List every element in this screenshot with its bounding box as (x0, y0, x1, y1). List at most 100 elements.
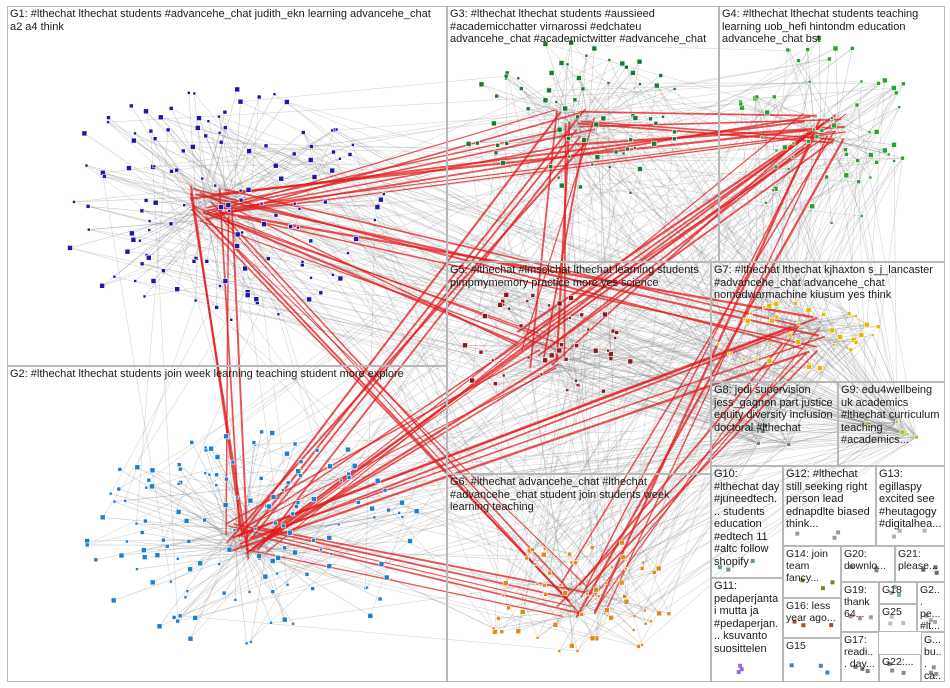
edge (297, 227, 868, 424)
vertex (494, 93, 500, 99)
edge (589, 48, 595, 111)
vertex (331, 272, 335, 277)
edge (758, 158, 903, 444)
vertex (378, 561, 385, 568)
vertex (365, 585, 369, 590)
vertex (864, 321, 870, 328)
vertex (143, 108, 149, 115)
vertex (881, 147, 888, 154)
edge-red (556, 352, 808, 608)
edge (144, 553, 246, 558)
vertex (809, 203, 815, 210)
edge (228, 204, 850, 314)
edge (88, 206, 232, 220)
vertex (290, 511, 296, 517)
edge (545, 43, 789, 51)
vertex (149, 483, 155, 490)
edge (254, 444, 625, 597)
edge (214, 159, 311, 192)
edge (627, 148, 917, 438)
edge (566, 360, 670, 614)
vertex (542, 357, 548, 364)
edge (87, 202, 767, 546)
vertex (258, 476, 264, 481)
vertex (106, 115, 111, 120)
edge (241, 444, 256, 535)
edge (258, 552, 308, 575)
edge-red (537, 146, 805, 357)
vertex (195, 125, 201, 131)
vertex (256, 94, 262, 100)
edge (384, 379, 576, 491)
edge (216, 307, 903, 433)
edge-red (234, 142, 579, 210)
vertex (135, 567, 139, 571)
vertex (233, 598, 238, 602)
edge (495, 313, 850, 384)
vertex (234, 243, 240, 249)
edge (598, 585, 646, 624)
vertex (270, 494, 277, 500)
edge (567, 115, 610, 168)
vertex (554, 100, 559, 104)
group-g2-label: G2: #lthechat lthechat students join wee… (10, 368, 404, 380)
edge (839, 336, 908, 435)
edge (528, 326, 879, 358)
edge (791, 324, 867, 336)
vertex (636, 58, 643, 65)
group-g13-label: G13: egillaspy excited see #heutagogy #d… (879, 468, 942, 530)
vertex (754, 94, 760, 100)
vertex (169, 169, 174, 174)
vertex (171, 615, 177, 620)
edge (626, 67, 778, 318)
edge (592, 164, 897, 423)
vertex (574, 378, 578, 383)
edge (484, 315, 729, 354)
vertex (530, 547, 535, 553)
vertex (793, 301, 798, 306)
group-g4-label: G4: #lthechat lthechat students teaching… (722, 8, 919, 45)
edge (544, 360, 759, 444)
edge (743, 358, 764, 432)
vertex (99, 514, 106, 521)
edge (262, 443, 296, 536)
edge (261, 48, 853, 479)
vertex (638, 82, 642, 86)
edge (528, 357, 566, 593)
edge (216, 206, 219, 308)
vertex (309, 144, 314, 149)
vertex (857, 616, 862, 621)
edge (756, 81, 810, 359)
vertex (854, 102, 860, 108)
edge (529, 425, 765, 551)
vertex (548, 352, 555, 359)
group-g12-label: G12: #lthechat still seeking right perso… (786, 468, 870, 530)
edge (578, 385, 606, 584)
edge-red (584, 349, 819, 590)
vertex (581, 137, 587, 143)
edge (787, 49, 816, 139)
vertex (782, 144, 788, 151)
vertex (562, 105, 569, 112)
vertex (556, 347, 563, 354)
group-g6: G6: #lthechat advancehe_chat #lthechat #… (447, 474, 711, 682)
edge (177, 543, 250, 560)
edge (217, 456, 639, 647)
edge (641, 320, 748, 569)
vertex (139, 261, 145, 267)
vertex (238, 188, 243, 193)
edge (645, 443, 759, 624)
edge (656, 85, 903, 433)
vertex (849, 564, 854, 569)
vertex (893, 90, 899, 96)
edge (811, 83, 879, 117)
vertex (928, 670, 933, 675)
vertex (265, 256, 271, 261)
vertex (191, 258, 197, 264)
vertex (796, 322, 801, 326)
vertex (792, 619, 797, 624)
vertex (311, 174, 318, 180)
edge (842, 92, 897, 129)
edge (202, 112, 226, 201)
edge (310, 240, 533, 296)
